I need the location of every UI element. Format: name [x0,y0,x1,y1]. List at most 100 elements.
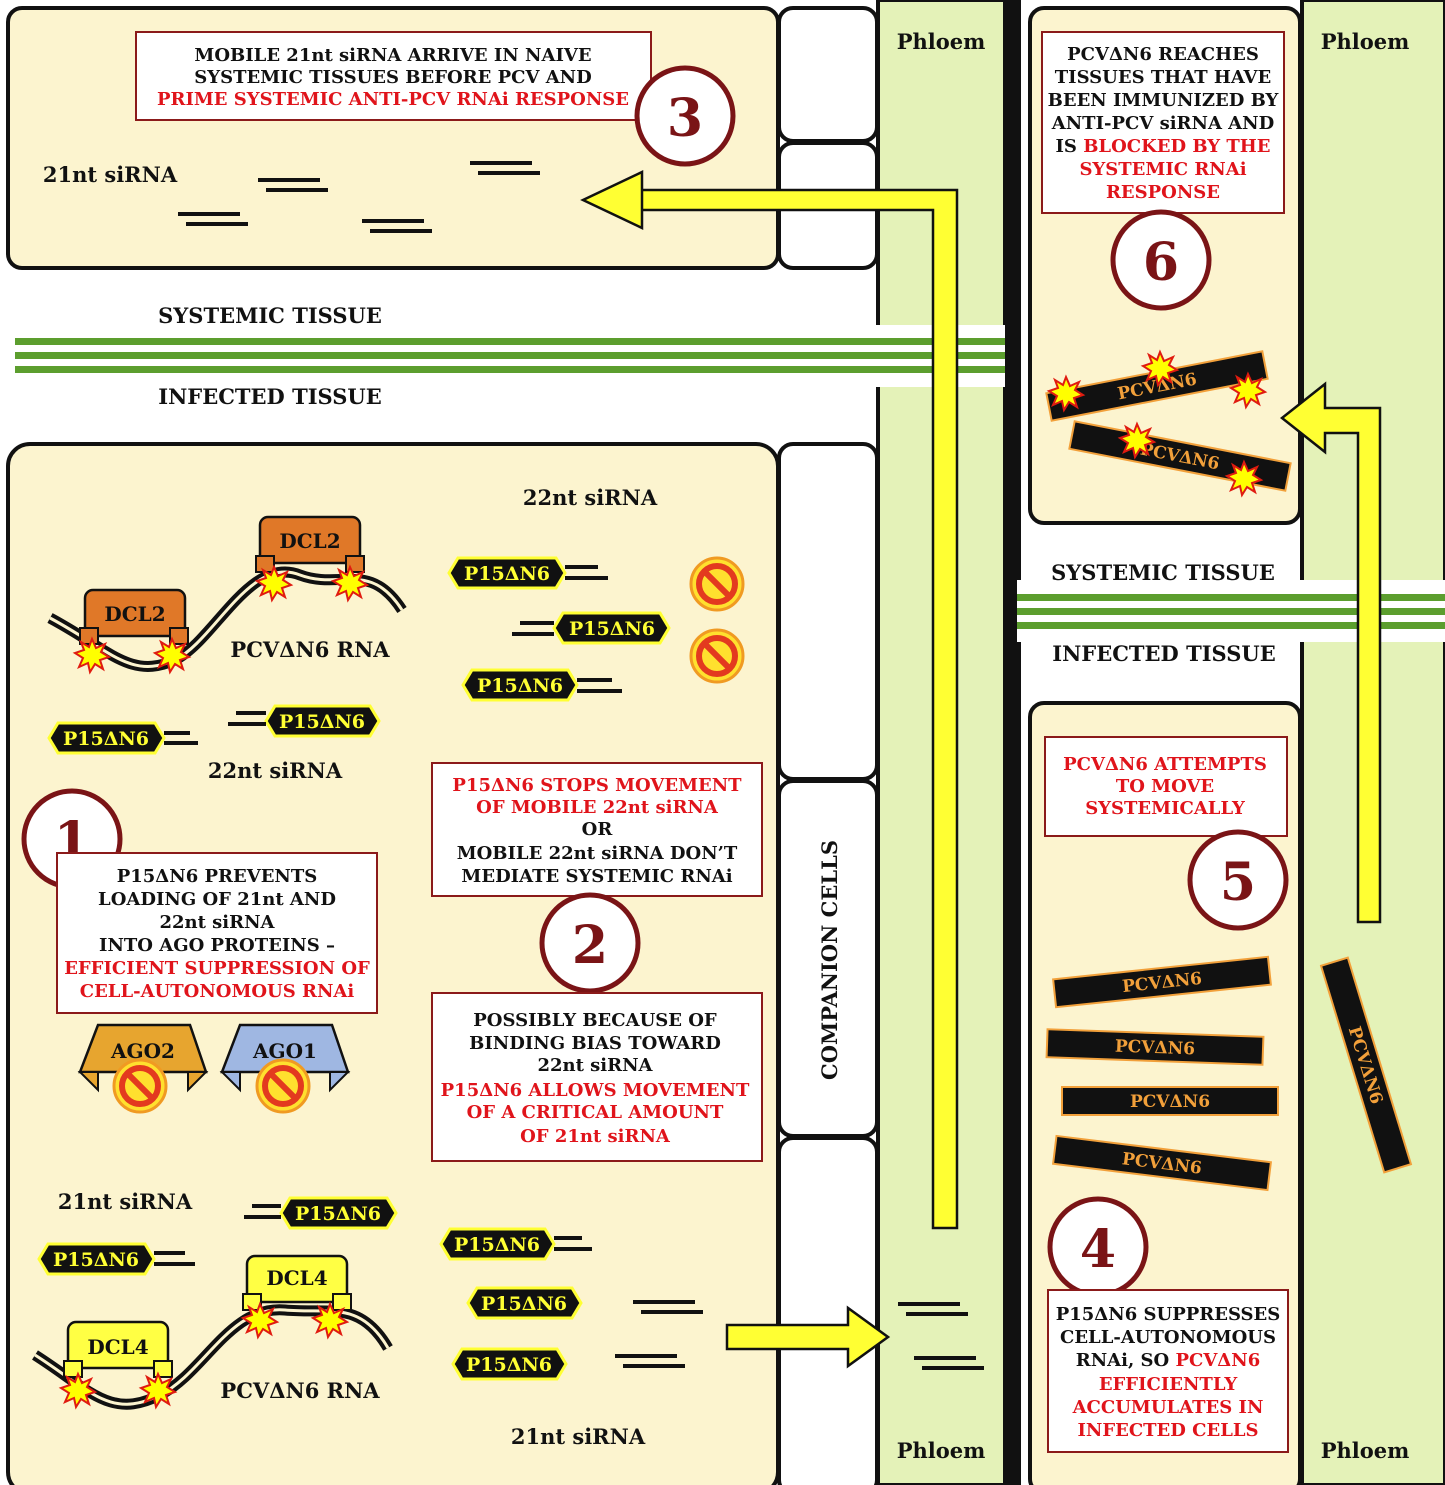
step4-text: ACCUMULATES IN [1072,1397,1264,1418]
step6-text: ANTI-PCV siRNA AND [1051,113,1274,134]
step-6-marker [1110,209,1212,311]
step4-text: CELL-AUTONOMOUS [1060,1327,1276,1348]
step2-text: 22nt siRNA [537,1055,653,1076]
pcv-virus: PCVΔN6 [1052,955,1272,1009]
prohibited-icon [114,1060,166,1112]
step-2-marker [539,892,641,994]
systemic-tissue-label: SYSTEMIC TISSUE [1051,560,1275,585]
step5-text: SYSTEMICALLY [1085,798,1246,819]
arrow-into-phloem [725,1305,891,1369]
step6-text: TISSUES THAT HAVE [1055,67,1272,88]
step1-text: LOADING OF 21nt AND [98,889,336,910]
p15-label: P15ΔN6 [466,1354,552,1376]
sirna-21nt-label: 21nt siRNA [58,1189,193,1214]
pcv-label: PCVΔN6 [1130,1092,1210,1112]
dcl2-enzyme: DCL2 [79,588,189,645]
dcl4-label: DCL4 [87,1335,148,1359]
step6-text: SYSTEMIC RNAi [1079,159,1246,180]
p15-bound-sirna: P15ΔN6 [244,1196,398,1230]
step1-text: EFFICIENT SUPPRESSION OF [64,958,370,979]
step3-textbox [135,31,652,121]
sirna-22nt-label: 22nt siRNA [208,758,343,783]
sirna-22nt-label: 22nt siRNA [523,485,658,510]
step3-text: PRIME SYSTEMIC ANTI-PCV RNAi RESPONSE [157,89,629,110]
step4-text: EFFICIENTLY [1099,1374,1239,1395]
pcv-virus: PCVΔN6 [1061,1086,1279,1116]
sirna-21nt-label: 21nt siRNA [43,162,178,187]
prohibited-icon [257,1060,309,1112]
step3-text: MOBILE 21nt siRNA ARRIVE IN NAIVE [194,45,591,66]
arrow-systemic-movement [580,170,959,1230]
step4-text: P15ΔN6 SUPPRESSES [1056,1304,1281,1325]
pcv-label: PCVΔN6 [1115,1037,1196,1060]
prohibited-icon [691,630,743,682]
step-2-number: 2 [572,915,608,976]
step1-textbox [56,852,378,1014]
p15-bound-sirna: P15ΔN6 [439,1227,592,1261]
step6-text: BEEN IMMUNIZED BY [1048,90,1280,111]
ago2-protein: AGO2 [77,1023,209,1093]
step2-text: POSSIBLY BECAUSE OF [473,1010,717,1031]
step2-text: P15ΔN6 STOPS MOVEMENT [452,775,742,796]
step4-textbox [1047,1289,1289,1453]
step3-text: SYSTEMIC TISSUES BEFORE PCV AND [194,67,591,88]
p15-label: P15ΔN6 [481,1293,567,1315]
dcl4-enzyme: DCL4 [242,1254,352,1311]
panel-divider [1005,0,1021,1485]
step2-text: BINDING BIAS TOWARD [469,1033,721,1054]
p15-label: P15ΔN6 [279,711,365,733]
step5-textbox [1044,736,1288,837]
p15-bound-sirna: P15ΔN6 [512,611,671,645]
step2-text: OF A CRITICAL AMOUNT [467,1102,724,1123]
step2-text: MOBILE 22nt siRNA DON’T [457,843,738,864]
step6-text: RESPONSE [1106,182,1220,203]
p15-bound-sirna: P15ΔN6 [447,556,608,590]
step2-text: P15ΔN6 ALLOWS MOVEMENT [441,1080,750,1101]
companion-cell [777,1136,879,1485]
step-6-number: 6 [1143,232,1179,293]
pcv-rna-label: PCVΔN6 RNA [230,637,390,662]
p15-label: P15ΔN6 [464,563,550,585]
p15-free: P15ΔN6 [451,1347,568,1381]
p15-bound-sirna: P15ΔN6 [228,704,381,738]
dcl4-enzyme: DCL4 [63,1320,173,1378]
step-5-number: 5 [1220,852,1256,913]
dcl2-label: DCL2 [104,602,165,626]
sirna-21nt-label: 21nt siRNA [511,1424,646,1449]
phloem-label: Phloem [1321,29,1410,54]
infected-tissue-label: INFECTED TISSUE [1052,641,1275,666]
arrow-pcv-systemic [1279,381,1382,924]
p15-label: P15ΔN6 [477,675,563,697]
companion-cell [777,6,879,143]
step2-text: OF 21nt siRNA [520,1126,671,1147]
step5-text: TO MOVE [1116,776,1214,797]
step5-text: PCVΔN6 ATTEMPTS [1063,754,1267,775]
step4-text: INFECTED CELLS [1077,1420,1258,1441]
step6-text: IS BLOCKED BY THE [1056,136,1271,157]
step-5-marker [1187,829,1289,931]
step6-textbox [1041,31,1285,214]
companion-cells-label: COMPANION CELLS [817,840,842,1080]
p15-bound-sirna: P15ΔN6 [47,721,198,755]
step2-textbox-bottom [431,992,763,1162]
p15-bound-sirna: P15ΔN6 [37,1242,195,1276]
p15-label: P15ΔN6 [569,618,655,640]
step1-text: INTO AGO PROTEINS – [99,935,335,956]
p15-label: P15ΔN6 [63,728,149,750]
step4-text: RNAi, SO PCVΔN6 [1076,1350,1260,1371]
companion-cell [777,442,879,781]
pcv-virus: PCVΔN6 [1051,1134,1273,1192]
dcl2-label: DCL2 [279,529,340,553]
step-4-number: 4 [1080,1219,1116,1280]
step2-text: OF MOBILE 22nt siRNA [476,797,719,818]
phloem-label: Phloem [1321,1438,1410,1463]
dcl2-enzyme: DCL2 [255,515,365,573]
pcv-virus: PCVΔN6 [1045,1028,1265,1066]
ago1-protein: AGO1 [219,1023,351,1093]
step-3-marker [634,65,736,167]
p15-label: P15ΔN6 [53,1249,139,1271]
p15-bound-sirna: P15ΔN6 [461,668,622,702]
prohibited-icon [691,558,743,610]
